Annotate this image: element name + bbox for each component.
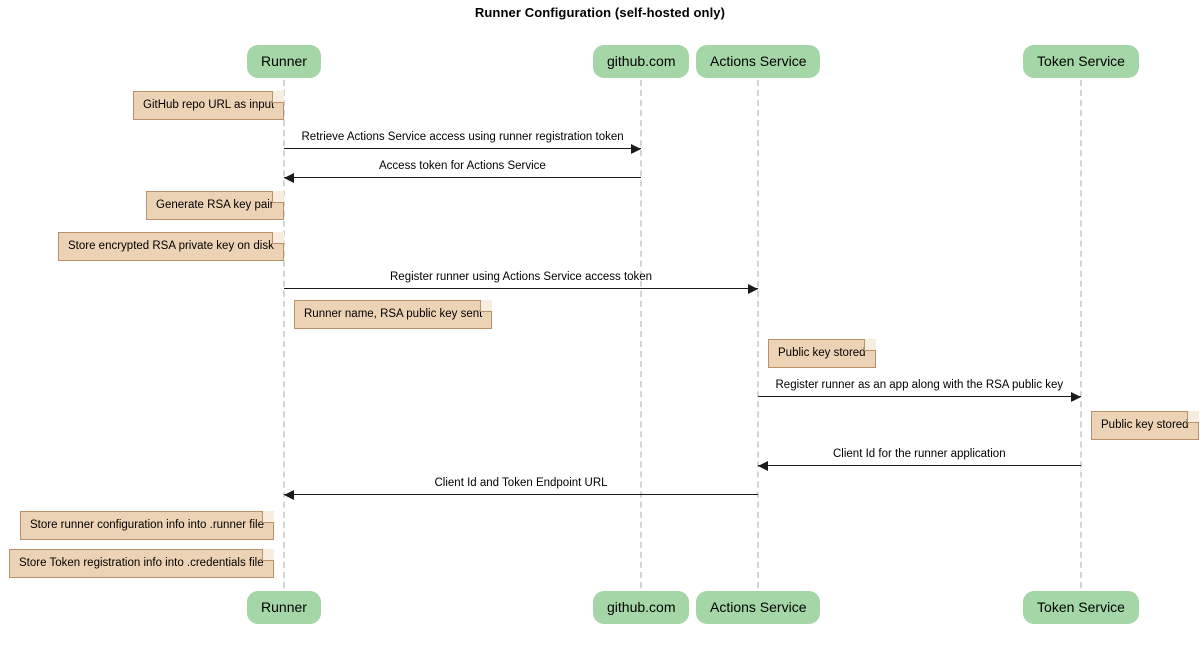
message-line — [284, 177, 641, 178]
note-text: Store runner configuration info into .ru… — [30, 519, 264, 531]
message-line — [284, 494, 758, 495]
participant-bottom-runner[interactable]: Runner — [247, 591, 321, 624]
participant-bottom-token[interactable]: Token Service — [1023, 591, 1139, 624]
note-fold-corner-icon — [262, 511, 274, 523]
participant-label: Actions Service — [710, 53, 807, 69]
message-line — [284, 288, 758, 289]
message-line — [284, 148, 641, 149]
note-text: Store encrypted RSA private key on disk — [68, 240, 274, 252]
note: Store encrypted RSA private key on disk — [58, 232, 284, 261]
participant-label: Runner — [261, 53, 307, 69]
note: Generate RSA key pair — [146, 191, 284, 220]
note: Store Token registration info into .cred… — [9, 549, 274, 578]
note-text: Generate RSA key pair — [156, 199, 274, 211]
participant-label: Actions Service — [710, 599, 807, 615]
note-text: Public key stored — [1101, 419, 1189, 431]
note-fold-corner-icon — [272, 232, 284, 244]
participant-label: Runner — [261, 599, 307, 615]
participant-top-token[interactable]: Token Service — [1023, 45, 1139, 78]
participant-bottom-github[interactable]: github.com — [593, 591, 689, 624]
note-fold-corner-icon — [1187, 411, 1199, 423]
lifeline-github — [640, 80, 642, 588]
note-text: Public key stored — [778, 347, 866, 359]
participant-label: Token Service — [1037, 53, 1125, 69]
arrowhead-right — [631, 144, 641, 154]
arrowhead-left — [758, 461, 768, 471]
participant-top-runner[interactable]: Runner — [247, 45, 321, 78]
message-label: Client Id for the runner application — [833, 448, 1006, 460]
message-label: Register runner as an app along with the… — [775, 379, 1064, 391]
note-text: GitHub repo URL as input — [143, 99, 275, 111]
note-fold-corner-icon — [272, 91, 284, 103]
message-line — [758, 465, 1081, 466]
note: Public key stored — [768, 339, 876, 368]
note-text: Runner name, RSA public key sent — [304, 308, 483, 320]
participant-label: github.com — [607, 53, 676, 69]
lifeline-runner — [283, 80, 285, 588]
page-title: Runner Configuration (self-hosted only) — [474, 5, 726, 20]
participant-label: github.com — [607, 599, 676, 615]
note: GitHub repo URL as input — [133, 91, 284, 120]
participant-top-github[interactable]: github.com — [593, 45, 689, 78]
lifeline-actions — [757, 80, 759, 588]
note-text: Store Token registration info into .cred… — [19, 557, 264, 569]
participant-top-actions[interactable]: Actions Service — [696, 45, 820, 78]
arrowhead-right — [1071, 392, 1081, 402]
lifeline-token — [1080, 80, 1082, 588]
participant-bottom-actions[interactable]: Actions Service — [696, 591, 820, 624]
arrowhead-left — [284, 490, 294, 500]
message-label: Retrieve Actions Service access using ru… — [301, 131, 624, 143]
note: Runner name, RSA public key sent — [294, 300, 492, 329]
participant-label: Token Service — [1037, 599, 1125, 615]
message-label: Client Id and Token Endpoint URL — [434, 477, 608, 489]
arrowhead-left — [284, 173, 294, 183]
note-fold-corner-icon — [480, 300, 492, 312]
message-label: Access token for Actions Service — [379, 160, 546, 172]
arrowhead-right — [748, 284, 758, 294]
note-fold-corner-icon — [272, 191, 284, 203]
note-fold-corner-icon — [262, 549, 274, 561]
note: Public key stored — [1091, 411, 1199, 440]
note: Store runner configuration info into .ru… — [20, 511, 274, 540]
message-label: Register runner using Actions Service ac… — [390, 271, 653, 283]
message-line — [758, 396, 1081, 397]
note-fold-corner-icon — [864, 339, 876, 351]
